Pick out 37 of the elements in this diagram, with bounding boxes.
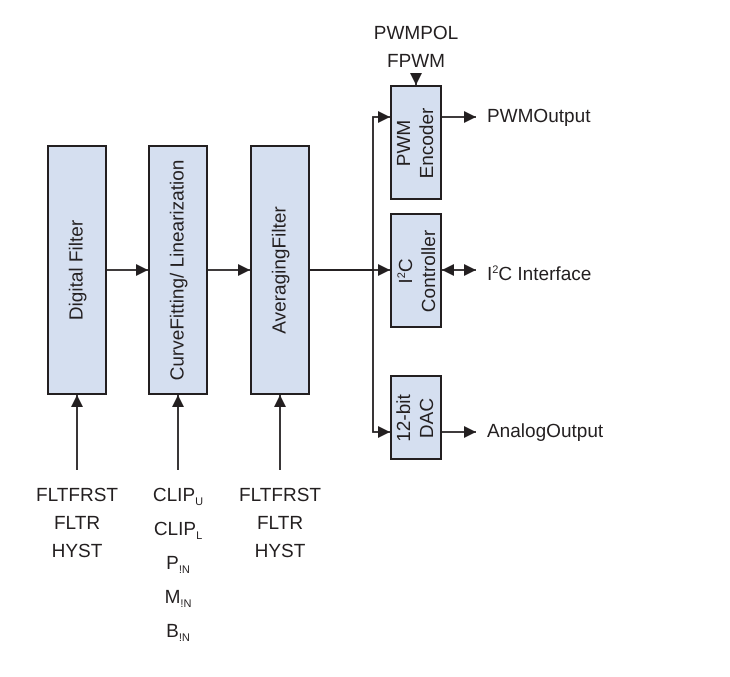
- block-label: AveragingFilter: [268, 205, 292, 336]
- arrow: [310, 269, 390, 438]
- signal-label: CLIP$_{U}$: [152, 484, 204, 510]
- signal-label: P$_{!N}$: [165, 552, 191, 578]
- arrow: [208, 264, 250, 276]
- signal-label: PWMPOL: [372, 22, 460, 46]
- curve-fitting-block: [148, 145, 208, 395]
- arrow: [172, 395, 184, 470]
- output-label: AnalogOutput: [487, 420, 604, 444]
- block-label: PWM Encoder: [393, 106, 439, 180]
- signal-label: FPWM: [386, 50, 446, 74]
- output-label: I$^{2}$C Interface: [487, 263, 592, 287]
- signal-label: FLTFRST: [238, 484, 322, 508]
- signal-label: HYST: [254, 540, 306, 564]
- signal-label: FLTFRST: [35, 484, 119, 508]
- signal-label: B$_{!N}$: [165, 620, 191, 646]
- arrow: [71, 395, 83, 470]
- filter-block: [47, 145, 107, 395]
- encoder-block: [390, 85, 442, 200]
- arrow: [410, 73, 422, 85]
- block-label: 12-bit DAC: [393, 392, 439, 444]
- filter-block: [250, 145, 310, 395]
- converter-block: [390, 375, 442, 460]
- signal-label: M$_{!N}$: [164, 586, 192, 612]
- output-label: PWMOutput: [487, 105, 590, 129]
- controller-block: [390, 213, 442, 328]
- arrow: [442, 264, 476, 276]
- signal-label: FLTR: [256, 512, 304, 536]
- arrow: [442, 426, 476, 438]
- arrow: [274, 395, 286, 470]
- arrow: [107, 264, 148, 276]
- block-label: CurveFitting/ Linearization: [166, 158, 190, 382]
- block-label: Digital Filter: [66, 218, 88, 322]
- signal-label: CLIP$_{L}$: [152, 518, 204, 544]
- arrow: [442, 111, 476, 123]
- signal-label: HYST: [50, 540, 104, 564]
- signal-label: FLTR: [52, 512, 102, 536]
